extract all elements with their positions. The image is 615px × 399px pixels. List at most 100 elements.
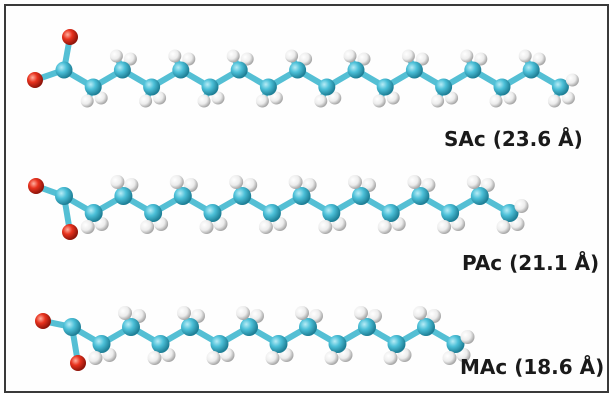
hydrogen-atom bbox=[168, 49, 182, 63]
carbon-atom bbox=[376, 78, 394, 96]
carbon-atom bbox=[151, 335, 170, 353]
hydrogen-atom bbox=[460, 330, 475, 344]
hydrogen-atom bbox=[295, 306, 309, 320]
hydrogen-atom bbox=[328, 91, 342, 105]
hydrogen-atom bbox=[88, 351, 103, 365]
carbon-atom bbox=[92, 335, 111, 353]
molecule-sac bbox=[27, 29, 579, 108]
carbon-atom bbox=[551, 78, 569, 96]
hydrogen-atom bbox=[169, 175, 184, 189]
hydrogen-atom bbox=[383, 351, 398, 365]
oxygen-atom bbox=[62, 29, 78, 45]
hydrogen-atom bbox=[547, 94, 561, 108]
hydrogen-atom bbox=[123, 52, 137, 66]
carbon-atom bbox=[114, 187, 133, 205]
label-pac: PAc (21.1 Å) bbox=[462, 251, 600, 275]
hydrogen-atom bbox=[285, 49, 299, 63]
hydrogen-atom bbox=[265, 351, 280, 365]
carbon-atom bbox=[84, 204, 103, 222]
oxygen-atom bbox=[62, 224, 78, 240]
carbon-atom bbox=[289, 61, 307, 79]
carbon-atom bbox=[405, 61, 423, 79]
carbon-atom bbox=[411, 187, 430, 205]
carbon-atom bbox=[347, 61, 365, 79]
hydrogen-atom bbox=[94, 91, 108, 105]
carbon-atom bbox=[522, 61, 540, 79]
hydrogen-atom bbox=[413, 306, 427, 320]
carbon-atom bbox=[446, 335, 465, 353]
hydrogen-atom bbox=[354, 306, 368, 320]
hydrogen-atom bbox=[561, 91, 575, 105]
carbon-atom bbox=[210, 335, 229, 353]
carbon-atom bbox=[328, 335, 347, 353]
molecule-pac bbox=[28, 175, 529, 240]
hydrogen-atom bbox=[182, 52, 196, 66]
hydrogen-atom bbox=[206, 351, 221, 365]
carbon-atom bbox=[322, 204, 341, 222]
hydrogen-atom bbox=[147, 351, 162, 365]
carbon-atom bbox=[358, 318, 376, 336]
hydrogen-atom bbox=[197, 94, 211, 108]
hydrogen-atom bbox=[153, 91, 167, 105]
carbon-atom bbox=[500, 204, 519, 222]
hydrogen-atom bbox=[140, 220, 155, 234]
carbon-atom bbox=[269, 335, 288, 353]
hydrogen-atom bbox=[496, 220, 511, 234]
carbon-atom bbox=[417, 318, 435, 336]
carbon-atom bbox=[203, 204, 222, 222]
carbon-atom bbox=[63, 318, 81, 336]
hydrogen-atom bbox=[372, 94, 386, 108]
hydrogen-atom bbox=[229, 175, 244, 189]
carbon-atom bbox=[470, 187, 489, 205]
carbon-atom bbox=[144, 204, 163, 222]
carbon-atom bbox=[387, 335, 406, 353]
carbon-atom bbox=[173, 187, 192, 205]
hydrogen-atom bbox=[255, 94, 269, 108]
hydrogen-atom bbox=[460, 49, 474, 63]
hydrogen-atom bbox=[211, 91, 225, 105]
hydrogen-atom bbox=[357, 52, 371, 66]
hydrogen-atom bbox=[518, 49, 532, 63]
hydrogen-atom bbox=[80, 220, 95, 234]
hydrogen-atom bbox=[407, 175, 422, 189]
hydrogen-atom bbox=[565, 73, 579, 87]
hydrogen-atom bbox=[401, 49, 415, 63]
hydrogen-atom bbox=[343, 49, 357, 63]
hydrogen-atom bbox=[318, 220, 333, 234]
carbon-atom bbox=[143, 78, 161, 96]
hydrogen-atom bbox=[109, 49, 123, 63]
carbon-atom bbox=[493, 78, 511, 96]
carbon-atom bbox=[464, 61, 482, 79]
label-mac: MAc (18.6 Å) bbox=[460, 355, 605, 379]
hydrogen-atom bbox=[177, 306, 191, 320]
hydrogen-atom bbox=[474, 52, 488, 66]
carbon-atom bbox=[201, 78, 219, 96]
carbon-atom bbox=[230, 61, 248, 79]
hydrogen-atom bbox=[514, 199, 529, 213]
carbon-atom bbox=[122, 318, 140, 336]
hydrogen-atom bbox=[269, 91, 283, 105]
hydrogen-atom bbox=[299, 52, 313, 66]
hydrogen-atom bbox=[466, 175, 481, 189]
label-sac: SAc (23.6 Å) bbox=[444, 127, 583, 151]
oxygen-atom bbox=[28, 178, 44, 194]
hydrogen-atom bbox=[314, 94, 328, 108]
carbon-atom bbox=[181, 318, 199, 336]
carbon-atom bbox=[381, 204, 400, 222]
hydrogen-atom bbox=[80, 94, 94, 108]
carbon-atom bbox=[292, 187, 311, 205]
hydrogen-atom bbox=[503, 91, 517, 105]
hydrogen-atom bbox=[139, 94, 153, 108]
hydrogen-atom bbox=[288, 175, 303, 189]
carbon-atom bbox=[352, 187, 370, 205]
molecule-mac bbox=[35, 306, 475, 371]
oxygen-atom bbox=[27, 72, 43, 88]
hydrogen-atom bbox=[226, 49, 240, 63]
carbon-atom bbox=[259, 78, 277, 96]
carbon-atom bbox=[172, 61, 190, 79]
carbon-atom bbox=[240, 318, 258, 336]
carbon-atom bbox=[441, 204, 460, 222]
hydrogen-atom bbox=[442, 351, 457, 365]
hydrogen-atom bbox=[489, 94, 503, 108]
